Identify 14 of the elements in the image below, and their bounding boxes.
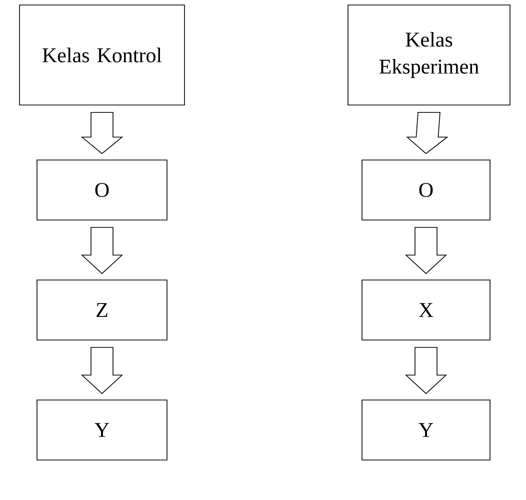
- process-box: O: [362, 160, 490, 220]
- block-arrow: [80, 112, 124, 154]
- block-arrow: [406, 112, 448, 154]
- block-arrow: [404, 227, 448, 274]
- block-arrow: [404, 347, 448, 394]
- block-arrow: [80, 227, 124, 274]
- process-box: Kelas Eksperimen: [348, 4, 510, 106]
- process-box: Kelas Kontrol: [19, 4, 185, 106]
- process-box: Z: [36, 280, 168, 340]
- block-arrow: [80, 347, 124, 394]
- process-box: X: [362, 280, 490, 340]
- process-box: Y: [362, 400, 490, 460]
- process-box: Y: [36, 400, 168, 460]
- process-box: O: [36, 160, 168, 220]
